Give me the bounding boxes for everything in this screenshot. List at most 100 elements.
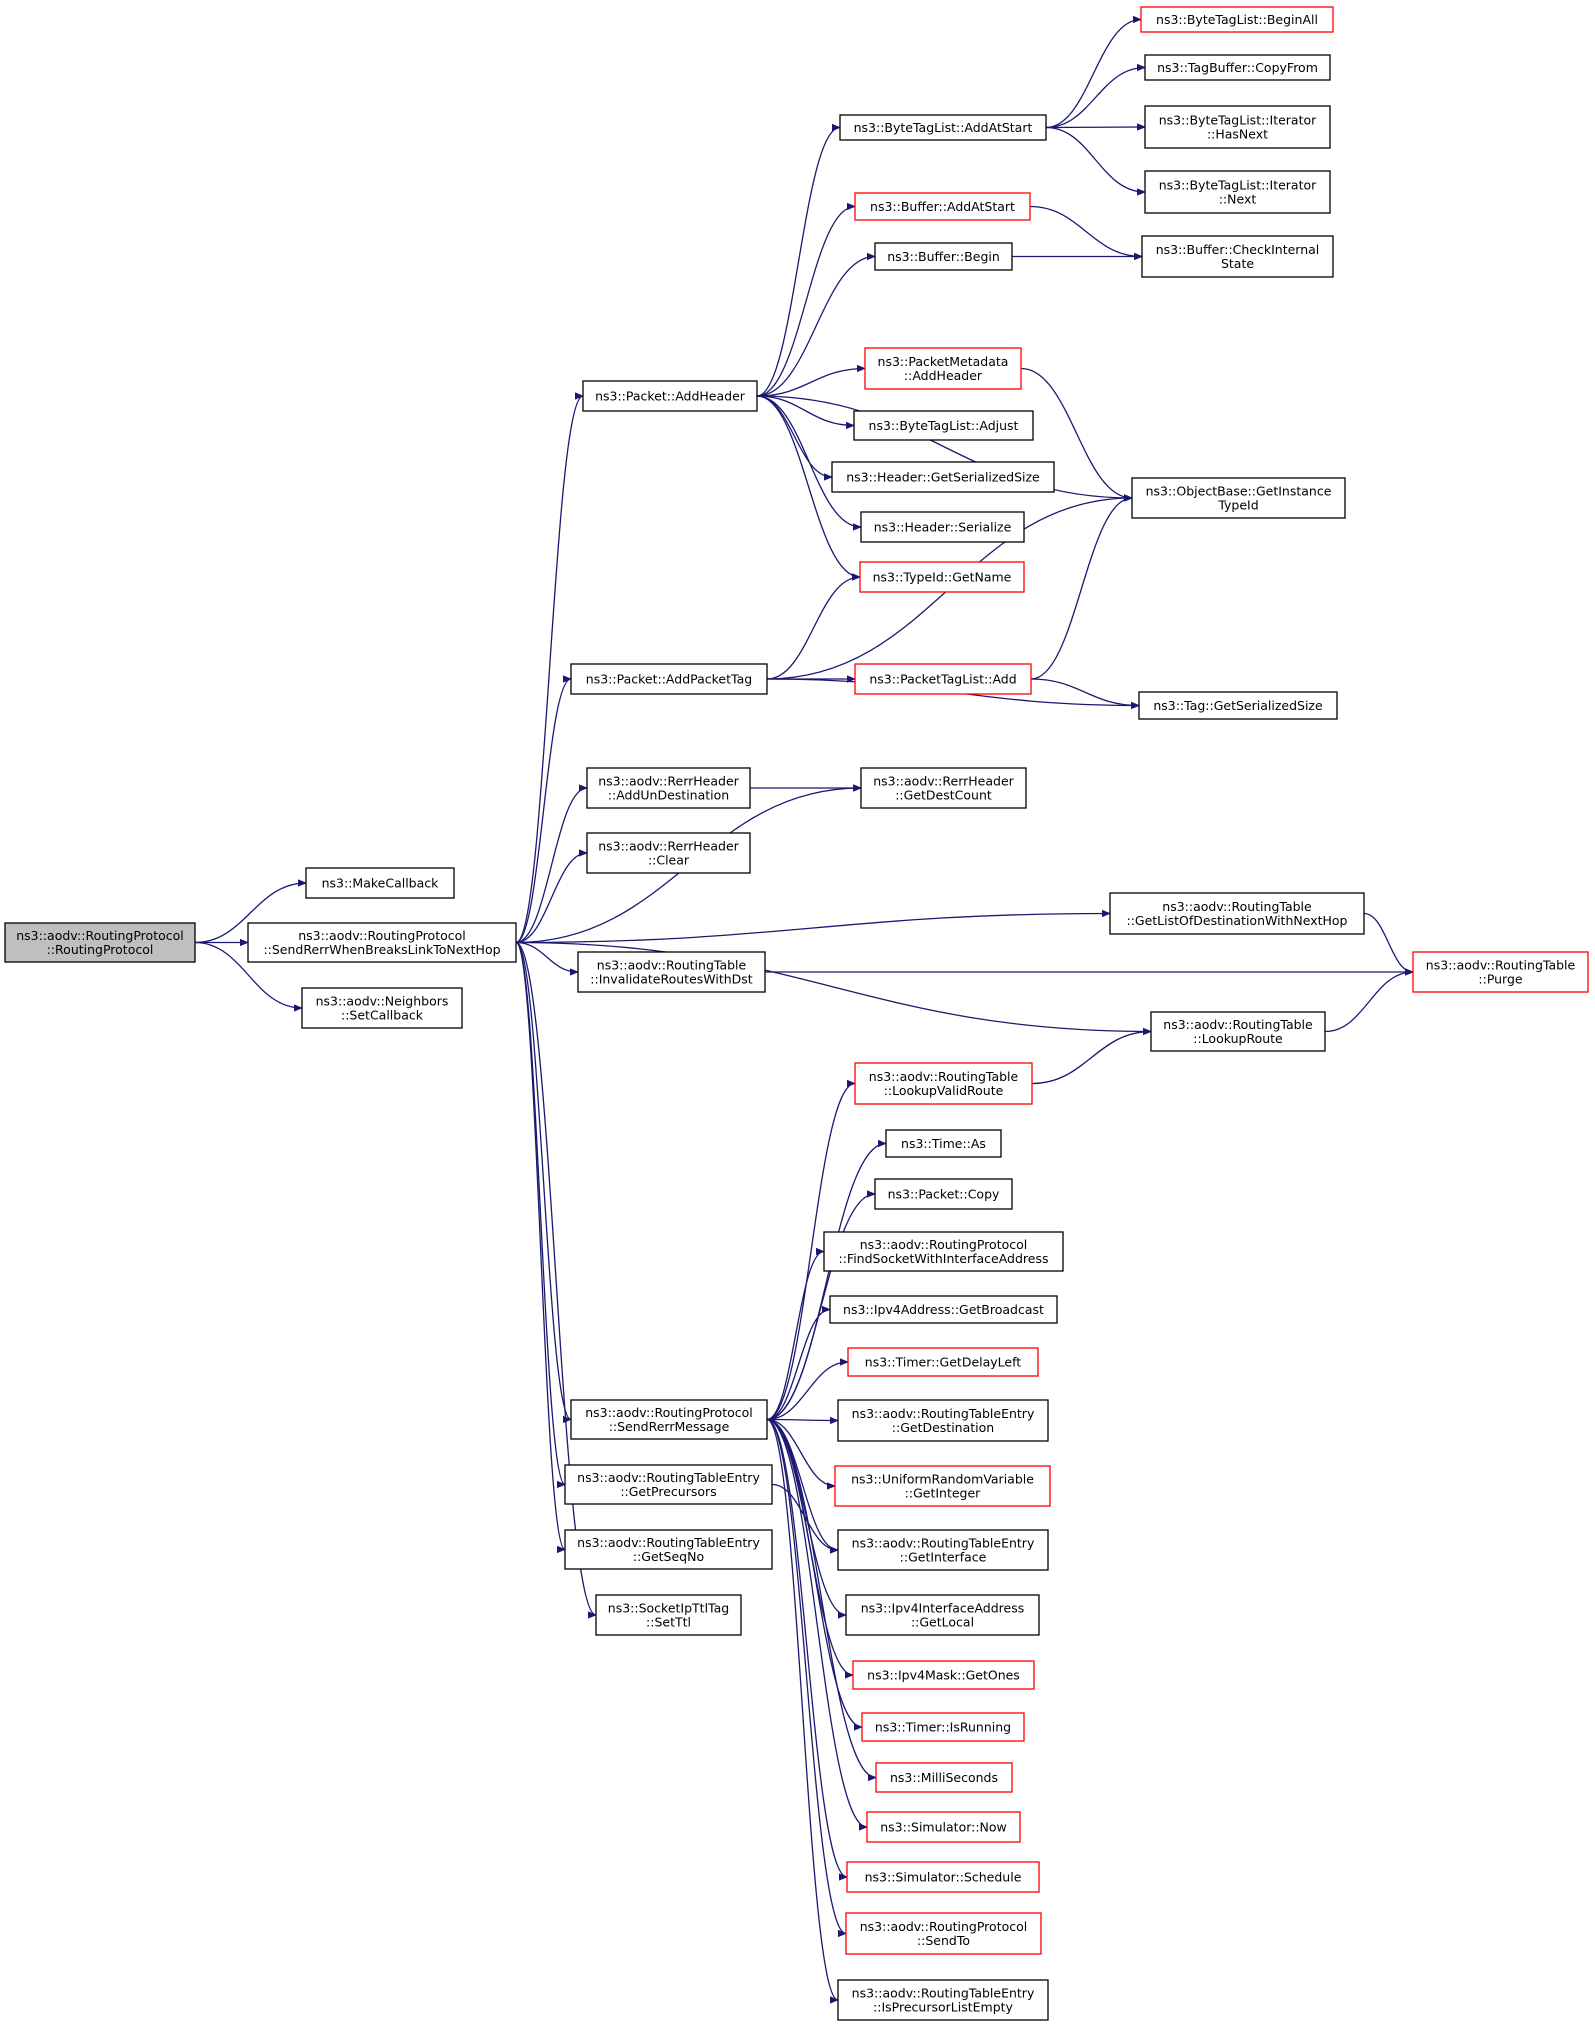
node-getiface[interactable]: ns3::aodv::RoutingTableEntry::GetInterfa…: [837, 1529, 1049, 1571]
node-root[interactable]: ns3::aodv::RoutingProtocol::RoutingProto…: [4, 922, 196, 963]
node-box-rerradd[interactable]: [586, 767, 751, 809]
node-box-rerrgdc[interactable]: [860, 767, 1027, 809]
node-tbcopy[interactable]: ns3::TagBuffer::CopyFrom: [1144, 54, 1331, 81]
node-getprec[interactable]: ns3::aodv::RoutingTableEntry::GetPrecurs…: [564, 1464, 773, 1505]
node-hdrser[interactable]: ns3::Header::Serialize: [860, 511, 1025, 543]
node-taggss[interactable]: ns3::Tag::GetSerializedSize: [1138, 691, 1338, 720]
node-box-rtpurge[interactable]: [1412, 951, 1589, 993]
node-box-tmrdelay[interactable]: [847, 1347, 1039, 1377]
node-box-timeas[interactable]: [885, 1129, 1002, 1158]
node-tidname[interactable]: ns3::TypeId::GetName: [859, 561, 1025, 593]
node-box-btlhasnext[interactable]: [1144, 105, 1331, 149]
node-box-getlocal[interactable]: [845, 1594, 1040, 1636]
node-box-taggss[interactable]: [1138, 691, 1338, 720]
node-pktcopy[interactable]: ns3::Packet::Copy: [874, 1178, 1013, 1210]
node-box-tbcopy[interactable]: [1144, 54, 1331, 81]
node-box-addptag[interactable]: [570, 663, 768, 695]
node-ipbcast[interactable]: ns3::Ipv4Address::GetBroadcast: [829, 1295, 1058, 1324]
node-addhdr[interactable]: ns3::Packet::AddHeader: [582, 380, 758, 412]
node-box-sendto[interactable]: [845, 1912, 1042, 1955]
node-rerrgdc[interactable]: ns3::aodv::RerrHeader::GetDestCount: [860, 767, 1027, 809]
node-rerrclr[interactable]: ns3::aodv::RerrHeader::Clear: [586, 832, 751, 874]
node-box-tmrrun[interactable]: [861, 1712, 1025, 1742]
node-rerradd[interactable]: ns3::aodv::RerrHeader::AddUnDestination: [586, 767, 751, 809]
node-box-setttl[interactable]: [595, 1594, 742, 1636]
node-box-isprecempty[interactable]: [837, 1979, 1049, 2021]
node-box-ptladd[interactable]: [854, 663, 1032, 695]
node-lvroute[interactable]: ns3::aodv::RoutingTable::LookupValidRout…: [854, 1062, 1033, 1105]
node-box-makecb[interactable]: [305, 867, 455, 899]
node-box-urvint[interactable]: [834, 1465, 1051, 1507]
node-box-maskones[interactable]: [852, 1660, 1035, 1690]
node-box-bufcheck[interactable]: [1141, 235, 1334, 278]
node-inval[interactable]: ns3::aodv::RoutingTable::InvalidateRoute…: [577, 951, 766, 993]
node-getseq[interactable]: ns3::aodv::RoutingTableEntry::GetSeqNo: [564, 1529, 773, 1570]
node-nsc[interactable]: ns3::aodv::Neighbors::SetCallback: [301, 987, 463, 1029]
node-getdest[interactable]: ns3::aodv::RoutingTableEntry::GetDestina…: [837, 1399, 1049, 1442]
node-box-addhdr[interactable]: [582, 380, 758, 412]
node-box-root[interactable]: [4, 922, 196, 963]
node-box-ipbcast[interactable]: [829, 1295, 1058, 1324]
node-box-lvroute[interactable]: [854, 1062, 1033, 1105]
node-box-getiface[interactable]: [837, 1529, 1049, 1571]
node-srwb[interactable]: ns3::aodv::RoutingProtocol::SendRerrWhen…: [247, 922, 517, 963]
node-box-btladj[interactable]: [853, 410, 1034, 441]
node-ptladd[interactable]: ns3::PacketTagList::Add: [854, 663, 1032, 695]
node-isprecempty[interactable]: ns3::aodv::RoutingTableEntry::IsPrecurso…: [837, 1979, 1049, 2021]
node-btlhasnext[interactable]: ns3::ByteTagList::Iterator::HasNext: [1144, 105, 1331, 149]
node-box-getseq[interactable]: [564, 1529, 773, 1570]
node-tmrdelay[interactable]: ns3::Timer::GetDelayLeft: [847, 1347, 1039, 1377]
node-hdrgss[interactable]: ns3::Header::GetSerializedSize: [831, 461, 1055, 493]
node-box-bufaddst[interactable]: [854, 192, 1031, 221]
node-btlnext[interactable]: ns3::ByteTagList::Iterator::Next: [1144, 170, 1331, 214]
node-box-srwb[interactable]: [247, 922, 517, 963]
node-sendto[interactable]: ns3::aodv::RoutingProtocol::SendTo: [845, 1912, 1042, 1955]
node-box-rerrclr[interactable]: [586, 832, 751, 874]
node-box-rtlookup[interactable]: [1150, 1011, 1326, 1052]
node-box-hdrser[interactable]: [860, 511, 1025, 543]
node-millis[interactable]: ns3::MilliSeconds: [875, 1762, 1013, 1793]
node-timeas[interactable]: ns3::Time::As: [885, 1129, 1002, 1158]
node-btladdst[interactable]: ns3::ByteTagList::AddAtStart: [839, 114, 1047, 141]
node-makecb[interactable]: ns3::MakeCallback: [305, 867, 455, 899]
node-box-btladdst[interactable]: [839, 114, 1047, 141]
node-box-simsched[interactable]: [846, 1861, 1040, 1893]
node-simnow[interactable]: ns3::Simulator::Now: [866, 1811, 1021, 1843]
node-box-sendrerr[interactable]: [570, 1399, 768, 1440]
node-getlocal[interactable]: ns3::Ipv4InterfaceAddress::GetLocal: [845, 1594, 1040, 1636]
node-box-hdrgss[interactable]: [831, 461, 1055, 493]
node-box-obgit[interactable]: [1131, 477, 1346, 519]
node-tmrrun[interactable]: ns3::Timer::IsRunning: [861, 1712, 1025, 1742]
node-urvint[interactable]: ns3::UniformRandomVariable::GetInteger: [834, 1465, 1051, 1507]
node-sendrerr[interactable]: ns3::aodv::RoutingProtocol::SendRerrMess…: [570, 1399, 768, 1440]
node-box-getdest[interactable]: [837, 1399, 1049, 1442]
node-btlbegall[interactable]: ns3::ByteTagList::BeginAll: [1140, 6, 1334, 33]
node-btladj[interactable]: ns3::ByteTagList::Adjust: [853, 410, 1034, 441]
node-box-millis[interactable]: [875, 1762, 1013, 1793]
node-findsock[interactable]: ns3::aodv::RoutingProtocol::FindSocketWi…: [823, 1231, 1064, 1272]
node-pmaddhdr[interactable]: ns3::PacketMetadata::AddHeader: [864, 347, 1022, 390]
node-bufbegin[interactable]: ns3::Buffer::Begin: [874, 242, 1013, 271]
node-rtpurge[interactable]: ns3::aodv::RoutingTable::Purge: [1412, 951, 1589, 993]
node-bufaddst[interactable]: ns3::Buffer::AddAtStart: [854, 192, 1031, 221]
node-box-btlnext[interactable]: [1144, 170, 1331, 214]
node-maskones[interactable]: ns3::Ipv4Mask::GetOnes: [852, 1660, 1035, 1690]
node-box-getprec[interactable]: [564, 1464, 773, 1505]
node-box-pktcopy[interactable]: [874, 1178, 1013, 1210]
node-box-inval[interactable]: [577, 951, 766, 993]
node-box-findsock[interactable]: [823, 1231, 1064, 1272]
node-rtgetlist[interactable]: ns3::aodv::RoutingTable::GetListOfDestin…: [1109, 892, 1365, 935]
node-box-tidname[interactable]: [859, 561, 1025, 593]
node-box-btlbegall[interactable]: [1140, 6, 1334, 33]
node-box-simnow[interactable]: [866, 1811, 1021, 1843]
node-box-nsc[interactable]: [301, 987, 463, 1029]
node-rtlookup[interactable]: ns3::aodv::RoutingTable::LookupRoute: [1150, 1011, 1326, 1052]
node-addptag[interactable]: ns3::Packet::AddPacketTag: [570, 663, 768, 695]
node-box-bufbegin[interactable]: [874, 242, 1013, 271]
node-box-pmaddhdr[interactable]: [864, 347, 1022, 390]
node-box-rtgetlist[interactable]: [1109, 892, 1365, 935]
node-simsched[interactable]: ns3::Simulator::Schedule: [846, 1861, 1040, 1893]
node-setttl[interactable]: ns3::SocketIpTtlTag::SetTtl: [595, 1594, 742, 1636]
